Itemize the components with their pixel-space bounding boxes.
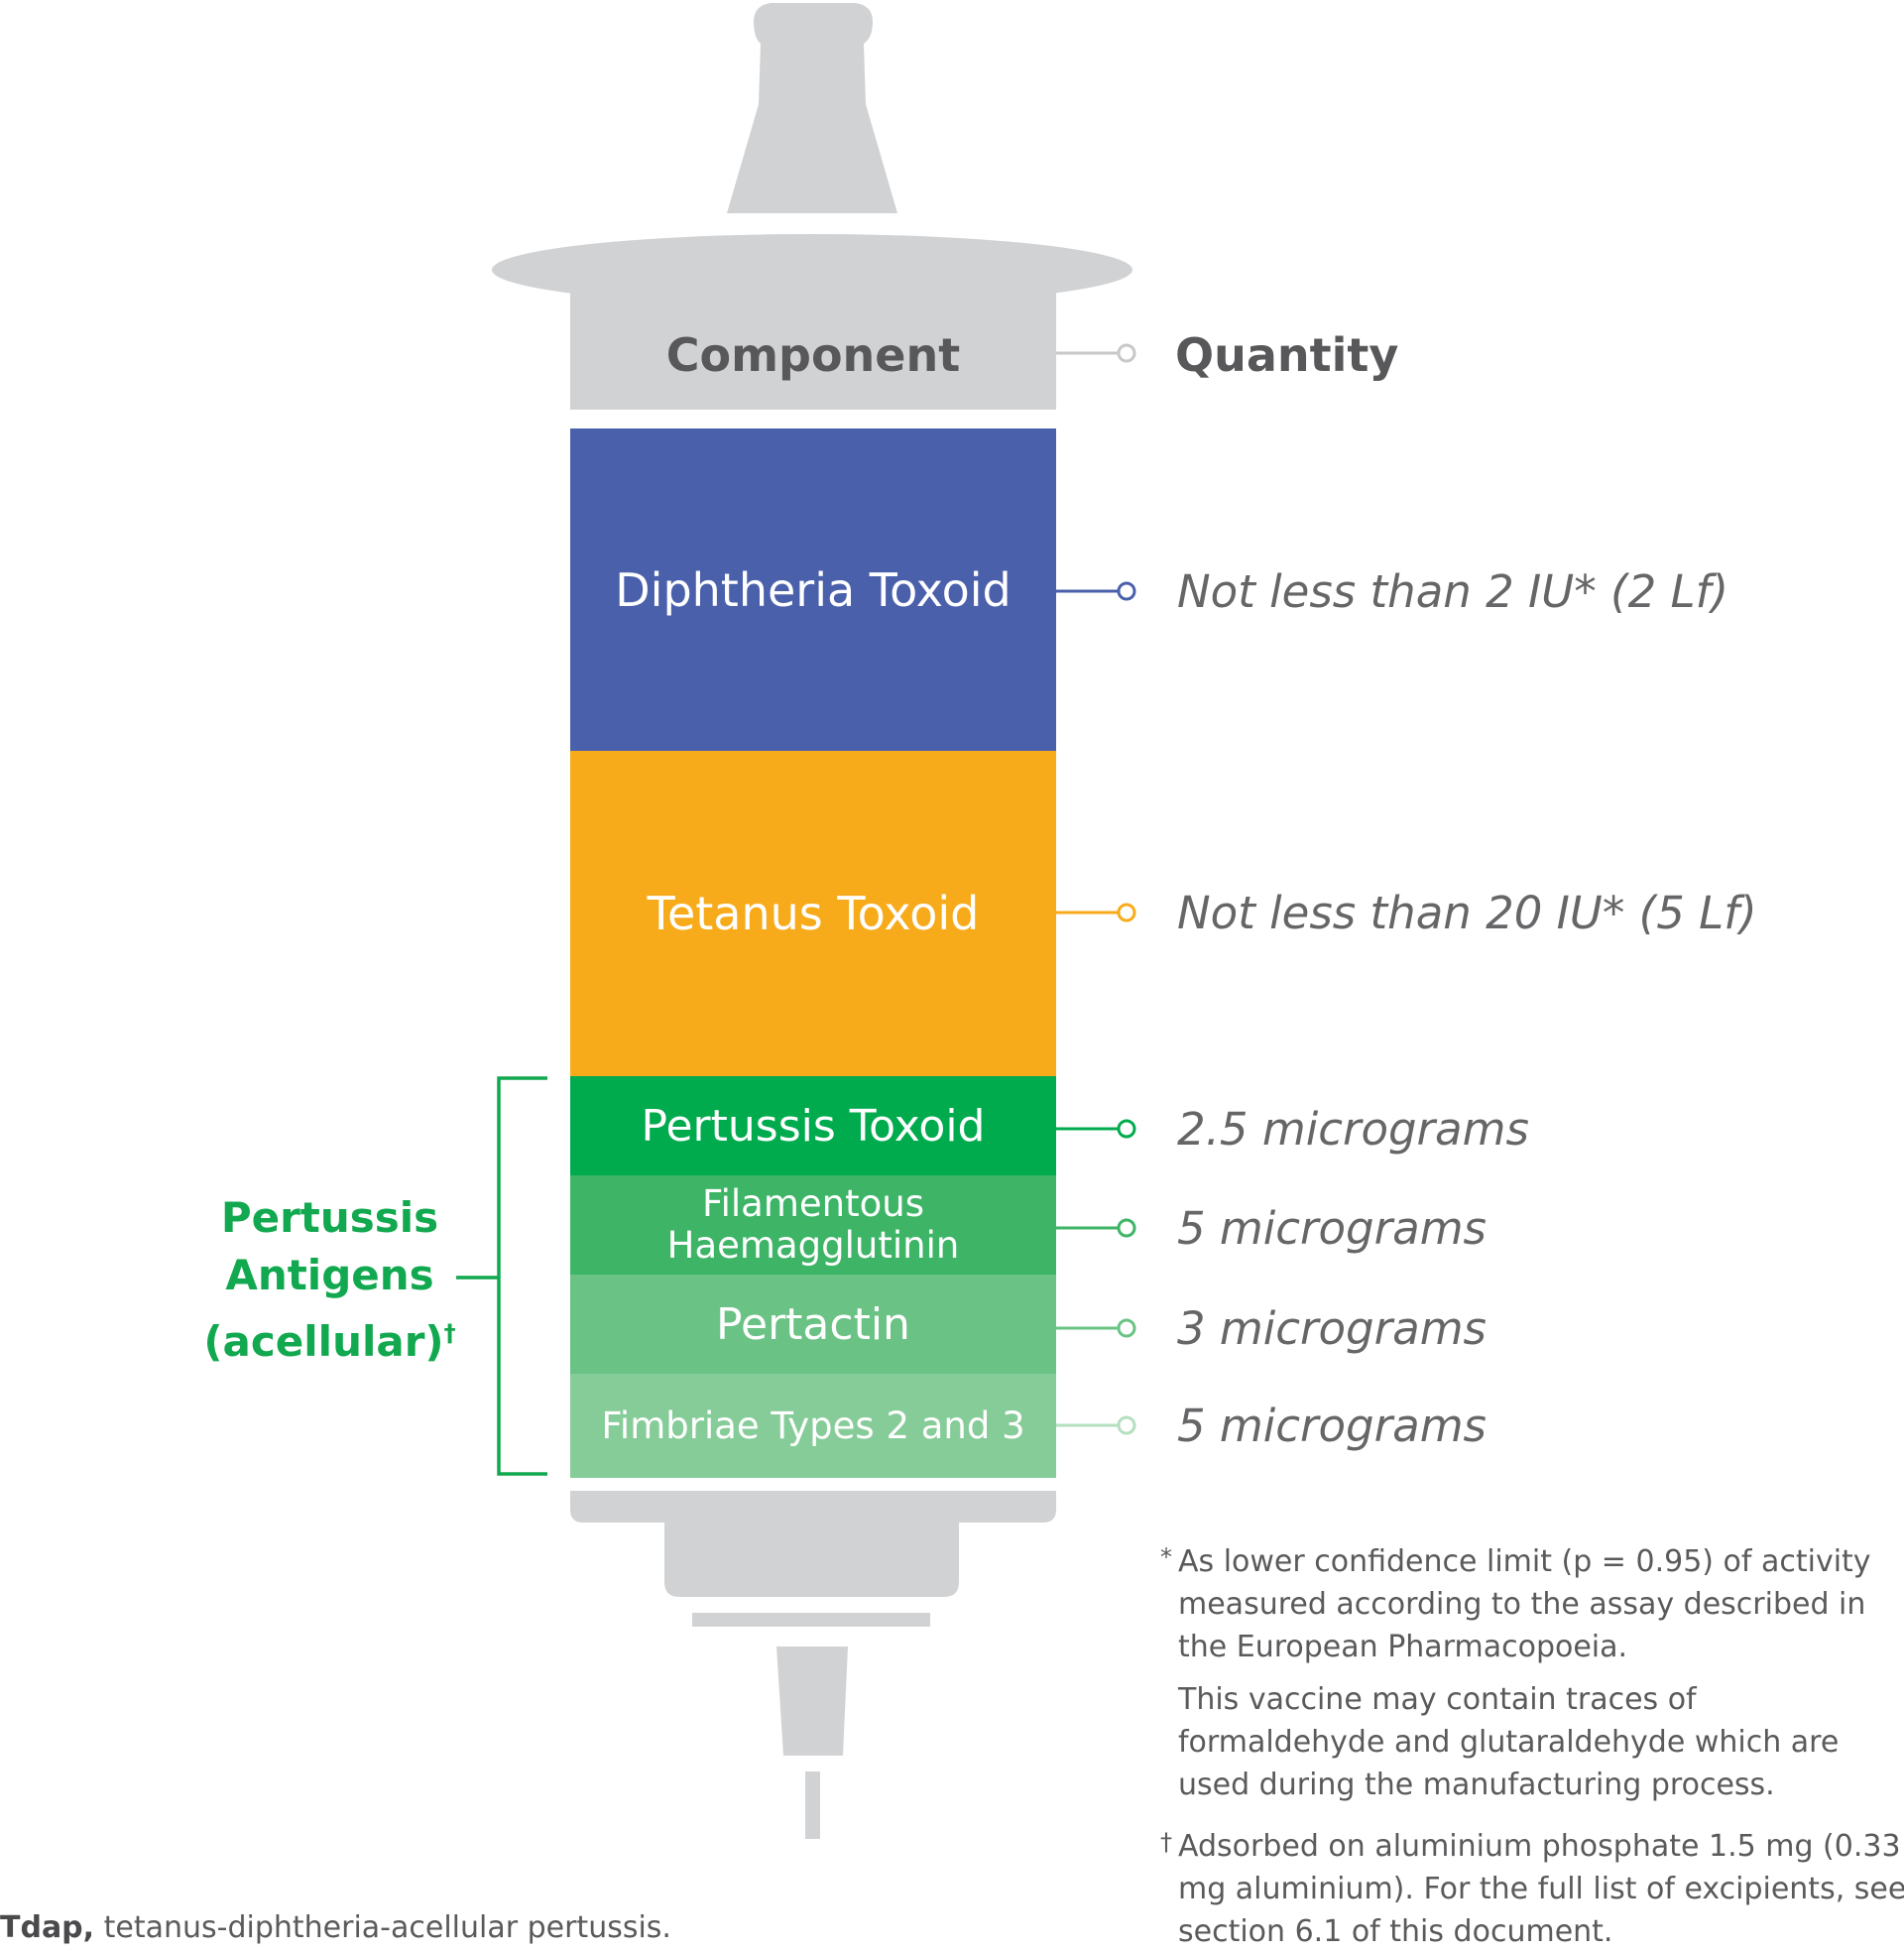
- footnote-mark: *: [1160, 1543, 1172, 1571]
- footnote-dagger: † Adsorbed on aluminium phosphate 1.5 mg…: [1160, 1825, 1904, 1953]
- segment-diphtheria: [570, 428, 1056, 751]
- connector-header: [1056, 343, 1136, 363]
- footnote-asterisk: * As lower confidence limit (p = 0.95) o…: [1160, 1540, 1904, 1668]
- quantity-column-header: Quantity: [1175, 327, 1399, 382]
- group-label-line3: (acellular)†: [203, 1304, 455, 1371]
- segment-fimbriae: [570, 1374, 1056, 1478]
- caption-definition: tetanus-diphtheria-acellular pertussis.: [94, 1910, 671, 1945]
- component-name-line2: Haemagglutinin: [666, 1224, 960, 1267]
- pertussis-antigens-label: Pertussis Antigens (acellular)†: [188, 1190, 471, 1369]
- quantity-tetanus: Not less than 20 IU* (5 Lf): [1177, 886, 1757, 939]
- syringe-barrel-bottom: [570, 1491, 1056, 1597]
- abbreviation-caption: Tdap, tetanus-diphtheria-acellular pertu…: [0, 1910, 671, 1945]
- group-label-line1: Pertussis: [220, 1192, 439, 1242]
- syringe-plunger: [727, 3, 897, 213]
- segment-label-pertussis-toxoid: Pertussis Toxoid: [570, 1076, 1056, 1175]
- component-name: Diphtheria Toxoid: [615, 562, 1012, 617]
- pertussis-bracket: [456, 1076, 547, 1476]
- component-name: Pertussis Toxoid: [641, 1100, 986, 1152]
- connector-diphtheria: [1056, 581, 1136, 601]
- segment-label-tetanus: Tetanus Toxoid: [570, 751, 1056, 1076]
- connector-filamentous: [1056, 1218, 1136, 1238]
- connector-pertactin: [1056, 1318, 1136, 1338]
- footnote-text: This vaccine may contain traces of forma…: [1178, 1682, 1840, 1802]
- segment-label-pertactin: Pertactin: [570, 1275, 1056, 1374]
- component-name: Tetanus Toxoid: [647, 887, 980, 940]
- footnote-text: As lower confidence limit (p = 0.95) of …: [1178, 1544, 1871, 1664]
- segment-pertactin: [570, 1275, 1056, 1374]
- footnote-text: Adsorbed on aluminium phosphate 1.5 mg (…: [1178, 1829, 1904, 1949]
- syringe-nozzle: [776, 1647, 848, 1756]
- segment-label-fimbriae: Fimbriae Types 2 and 3: [570, 1374, 1056, 1478]
- segment-pertussis-toxoid: [570, 1076, 1056, 1175]
- quantity-diphtheria: Not less than 2 IU* (2 Lf): [1177, 564, 1728, 618]
- quantity-pertactin: 3 micrograms: [1177, 1301, 1487, 1355]
- quantity-filamentous: 5 micrograms: [1177, 1201, 1487, 1255]
- component-name: Fimbriae Types 2 and 3: [601, 1404, 1025, 1447]
- caption-abbreviation: Tdap,: [0, 1910, 95, 1945]
- group-label-line2: Antigens: [225, 1250, 434, 1299]
- syringe-header-segment: [570, 288, 1056, 410]
- group-label-line3-text: (acellular): [203, 1316, 444, 1366]
- segment-filamentous: [570, 1175, 1056, 1275]
- quantity-pertussis-toxoid: 2.5 micrograms: [1177, 1102, 1529, 1156]
- component-name-line1: Filamentous: [702, 1182, 924, 1225]
- segment-label-filamentous: Filamentous Haemagglutinin: [570, 1175, 1056, 1275]
- connector-fimbriae: [1056, 1415, 1136, 1435]
- segment-tetanus: [570, 751, 1056, 1076]
- segment-label-diphtheria: Diphtheria Toxoid: [570, 428, 1056, 751]
- quantity-fimbriae: 5 micrograms: [1177, 1399, 1487, 1452]
- connector-tetanus: [1056, 903, 1136, 922]
- footnote-mark: †: [1160, 1828, 1172, 1856]
- connector-pertussis-toxoid: [1056, 1119, 1136, 1139]
- component-column-header: Component: [665, 327, 961, 382]
- syringe-needle: [805, 1771, 820, 1839]
- footnote-traces: This vaccine may contain traces of forma…: [1178, 1678, 1904, 1806]
- syringe-ring: [692, 1613, 930, 1627]
- component-name: Pertactin: [716, 1298, 910, 1350]
- dagger-mark: †: [443, 1318, 456, 1347]
